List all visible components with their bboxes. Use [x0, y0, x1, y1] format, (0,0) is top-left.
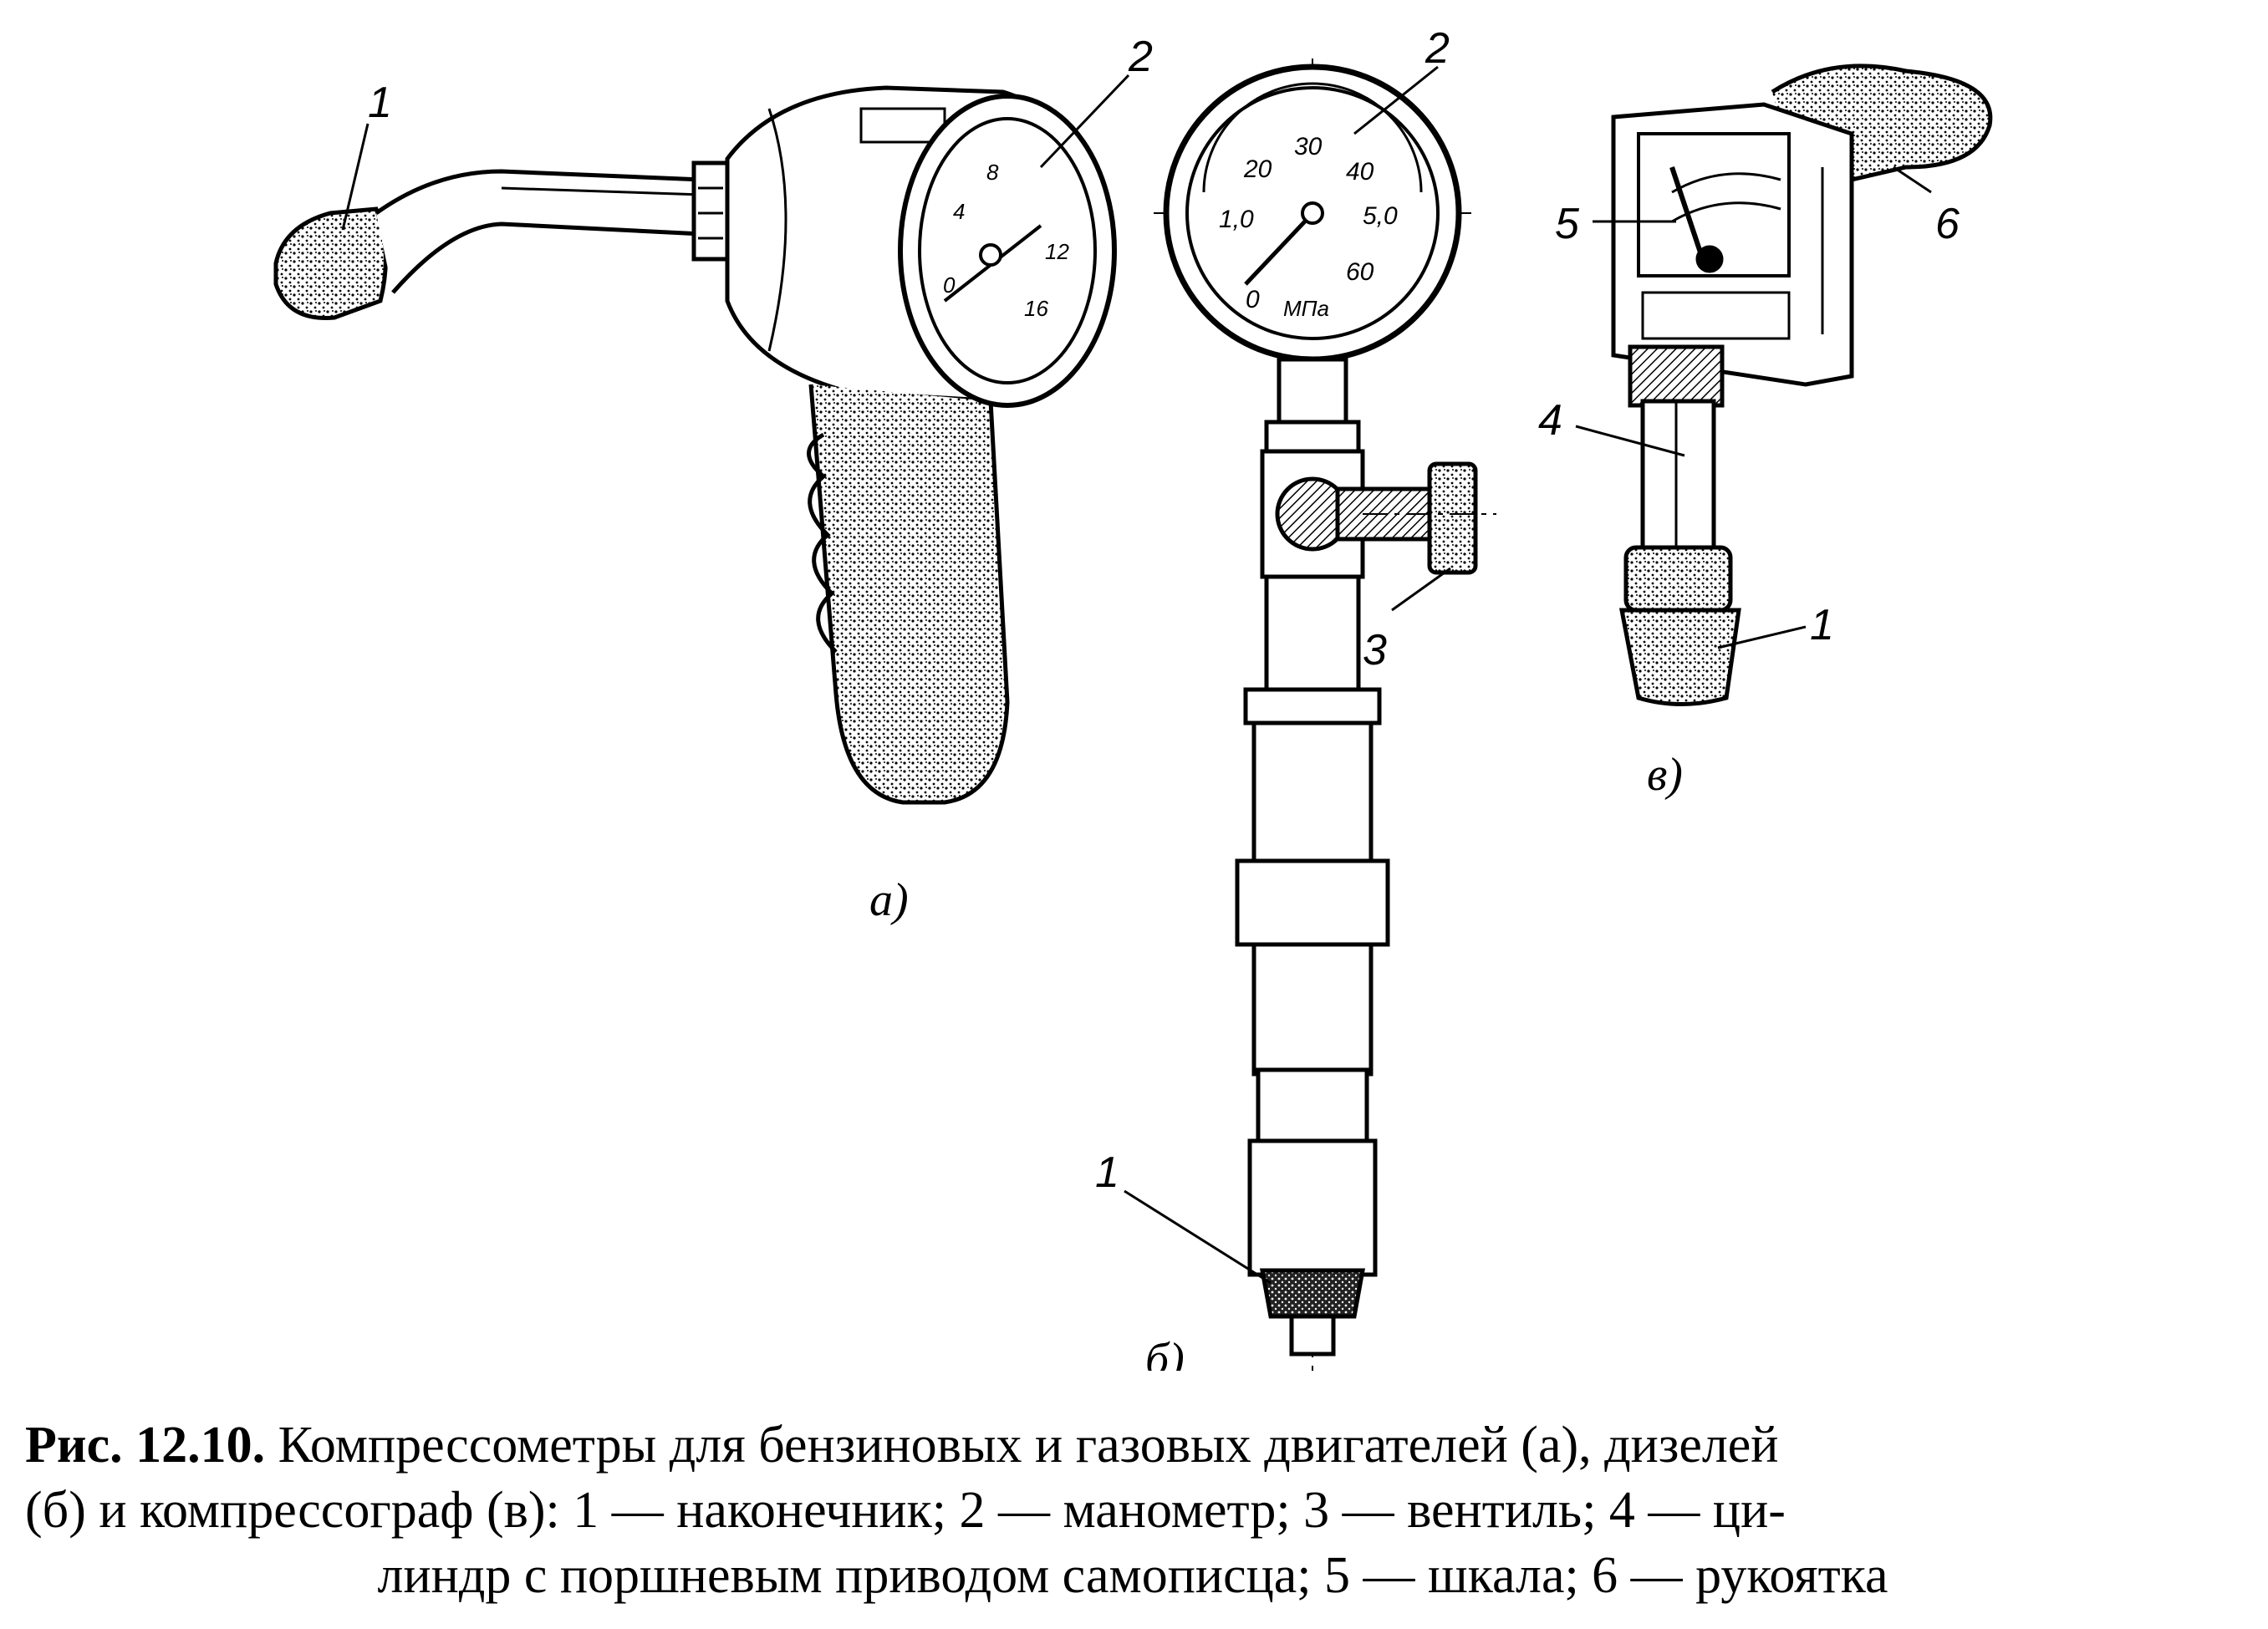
label-v-cylinder: 4 [1538, 396, 1562, 445]
gauge-a-tick: 12 [1045, 239, 1069, 264]
label-v-handle: 6 [1935, 200, 1960, 248]
figure-caption: Рис. 12.10. Компрессометры для бензиновы… [25, 1413, 2240, 1608]
gauge-b-ticks: 0 1,0 20 30 40 5,0 60 МПа [1219, 133, 1398, 321]
cylinder-v [1640, 399, 1716, 554]
compressometer-figure: 0 4 8 12 16 [273, 24, 1993, 1371]
gauge-b-tick: 1,0 [1219, 206, 1254, 233]
caption-line-1-text: Компрессометры для бензиновых и газовых … [278, 1417, 1779, 1474]
handle-a [808, 384, 1010, 805]
leader-v-handle [1893, 165, 1932, 194]
gauge-b-unit: МПа [1283, 296, 1329, 321]
label-a-tip: 1 [368, 79, 392, 127]
leader-b-tip [1124, 1189, 1272, 1285]
tip-v [1618, 608, 1741, 706]
label-b-gauge: 2 [1425, 24, 1450, 73]
leader-b-valve [1391, 567, 1451, 612]
leader-a-tip [341, 123, 370, 231]
gauge-a-tick: 16 [1024, 296, 1048, 321]
gauge-a-tick: 4 [953, 199, 965, 224]
callout-labels: 1 2 2 3 1 4 5 6 1 [368, 24, 1960, 1197]
leader-v-tip [1717, 625, 1807, 649]
tip-b [1260, 1268, 1365, 1319]
gauge-b-tick: 0 [1246, 286, 1260, 313]
compressograph-v [1575, 64, 1993, 706]
label-b-tip: 1 [1095, 1148, 1119, 1197]
subfigure-labels: а) б) в) [869, 749, 1683, 1371]
label-v-scale: 5 [1555, 200, 1580, 248]
compressometer-a [273, 74, 1130, 805]
caption-line-2: (б) и компрессограф (в): 1 — наконечник;… [25, 1482, 1786, 1539]
caption-line-3: линдр с поршневым приводом самописца; 5 … [377, 1547, 1888, 1604]
gauge-a-ticks: 0 4 8 12 16 [943, 160, 1069, 321]
gauge-a-tick: 0 [943, 272, 956, 298]
compressometer-b [1124, 59, 1496, 1371]
label-a-gauge: 2 [1128, 33, 1153, 81]
label-v-tip: 1 [1810, 601, 1834, 649]
gauge-b-tick: 5,0 [1363, 202, 1398, 230]
tip-a [273, 206, 388, 320]
leader-a-gauge [1039, 74, 1130, 169]
caption-line-1: Рис. 12.10. Компрессометры для бензиновы… [25, 1417, 1778, 1474]
gauge-b-tick: 20 [1243, 155, 1272, 183]
subfigure-label-b: б) [1145, 1334, 1185, 1371]
gauge-b-tick: 60 [1346, 258, 1374, 286]
gauge-b-tick: 40 [1346, 158, 1374, 186]
subfigure-label-a: а) [869, 874, 909, 926]
leader-b-gauge [1353, 65, 1439, 135]
caption-prefix: Рис. 12.10. [25, 1417, 266, 1474]
gauge-b-tick: 30 [1294, 133, 1323, 160]
gauge-a-tick: 8 [986, 160, 999, 185]
label-b-valve: 3 [1363, 626, 1387, 675]
leader-v-cylinder [1575, 425, 1685, 457]
valve-knob [1427, 461, 1478, 575]
subfigure-label-v: в) [1647, 749, 1683, 801]
